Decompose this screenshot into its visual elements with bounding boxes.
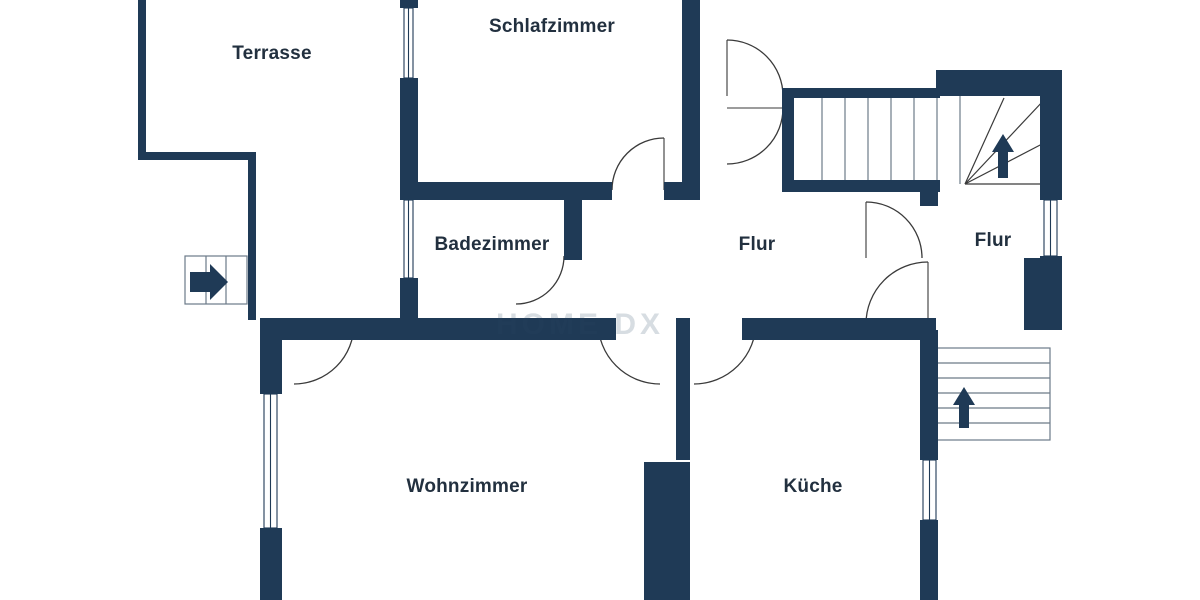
lower-staircase [935,347,1051,441]
entry-arrow [190,264,228,300]
upper-staircase [800,96,1048,185]
wall-left-entry-top [260,318,360,340]
wall-badezimmer-bottom [354,318,422,340]
wall-kueche-right [920,520,938,600]
door-arc-flur-side [865,261,929,325]
wall-flur-bottom-right [742,318,936,340]
wall-stair-enclosure-left [782,88,794,192]
wall-top-right-vertical [1040,70,1062,200]
wall-schlafzimmer-bottom-left [400,182,612,200]
door-arc-stair-upper [726,39,784,97]
walls [138,0,1062,600]
lower-stairs-arrow [953,387,975,428]
door-arc-badezimmer [515,255,565,305]
wall-terrace-left [138,0,146,160]
wall-terrace-bottom [138,152,256,160]
upper-staircase-body [800,96,1048,184]
lower-staircase-body [935,347,1051,441]
wall-vertical-400-lower [400,278,418,322]
wall-vertical-400-mid [400,78,418,200]
upper-stairs-arrow [992,134,1014,178]
wall-left-exterior-lower [260,528,282,600]
door-swings [293,39,929,385]
upper-winder-1 [964,97,1005,185]
wall-badezimmer-right [564,190,582,260]
wall-flur-bottom-left [604,318,616,340]
wall-vertical-400-top [400,0,418,8]
wall-terrace-right [248,152,256,320]
wall-stair-enclosure-top [782,88,940,98]
door-arc-schlafzimmer [611,137,665,191]
wall-flur-divider-lower [920,330,938,460]
wall-vertical-684 [682,0,700,190]
door-arc-stair-lower [726,107,784,165]
windows [263,7,1058,529]
wall-center-pillar-thick [644,462,690,600]
wall-mid-horizontal-1 [418,318,604,340]
wall-stair-enclosure-bottom [782,180,940,192]
wall-flur-divider-upper [920,192,938,206]
wall-top-right-horizontal [936,70,1048,96]
door-arc-flur-connector [865,201,923,259]
wall-kueche-exterior-right [1024,258,1048,330]
wall-center-pillar-thin [676,318,690,460]
